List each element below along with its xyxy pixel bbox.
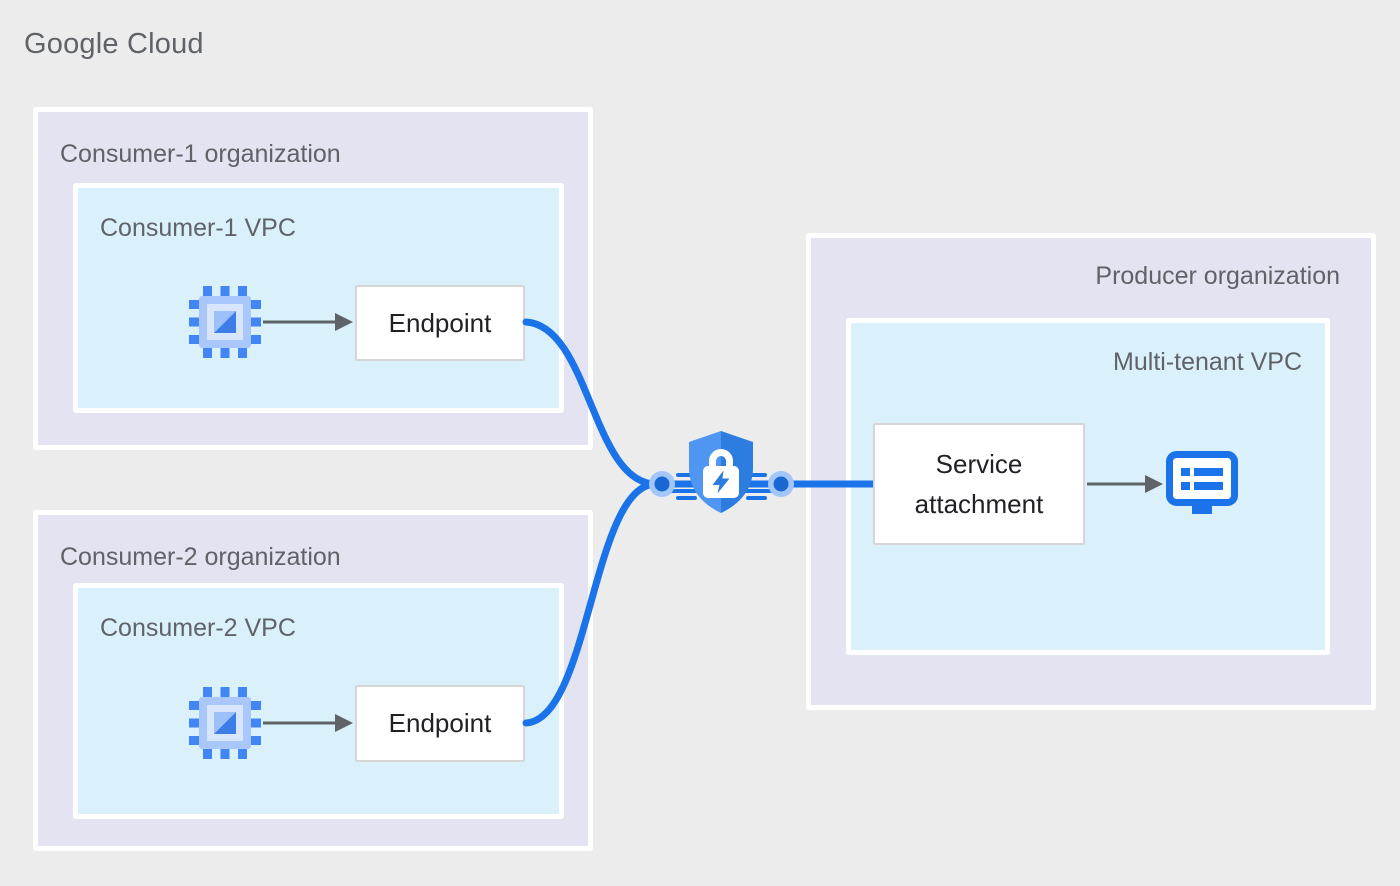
endpoint1-label: Endpoint	[388, 307, 492, 338]
producer-organization-label: Producer organization	[1095, 262, 1340, 290]
compute-engine-icon	[189, 286, 261, 358]
connection-dot-right	[768, 471, 794, 497]
connection-dot-left	[649, 471, 675, 497]
service-attachment-label: Service attachment	[914, 448, 1044, 519]
consumer1-organization-label: Consumer-1 organization	[60, 140, 341, 168]
endpoint2-node: Endpoint	[355, 685, 525, 762]
page-title: Google Cloud	[24, 28, 204, 60]
consumer1-vpc-label: Consumer-1 VPC	[100, 214, 296, 242]
consumer2-vpc-label: Consumer-2 VPC	[100, 614, 296, 642]
producer-vpc-label: Multi-tenant VPC	[1113, 348, 1302, 376]
compute-engine-icon	[189, 687, 261, 759]
consumer2-organization-label: Consumer-2 organization	[60, 543, 341, 571]
endpoint2-label: Endpoint	[388, 708, 492, 739]
consumer2-vpc-box: Consumer-2 VPC	[73, 583, 564, 819]
managed-service-monitor-icon	[1166, 451, 1238, 517]
private-service-connect-shield-icon	[683, 429, 759, 515]
endpoint1-node: Endpoint	[355, 285, 525, 361]
service-attachment-node: Service attachment	[873, 423, 1085, 545]
